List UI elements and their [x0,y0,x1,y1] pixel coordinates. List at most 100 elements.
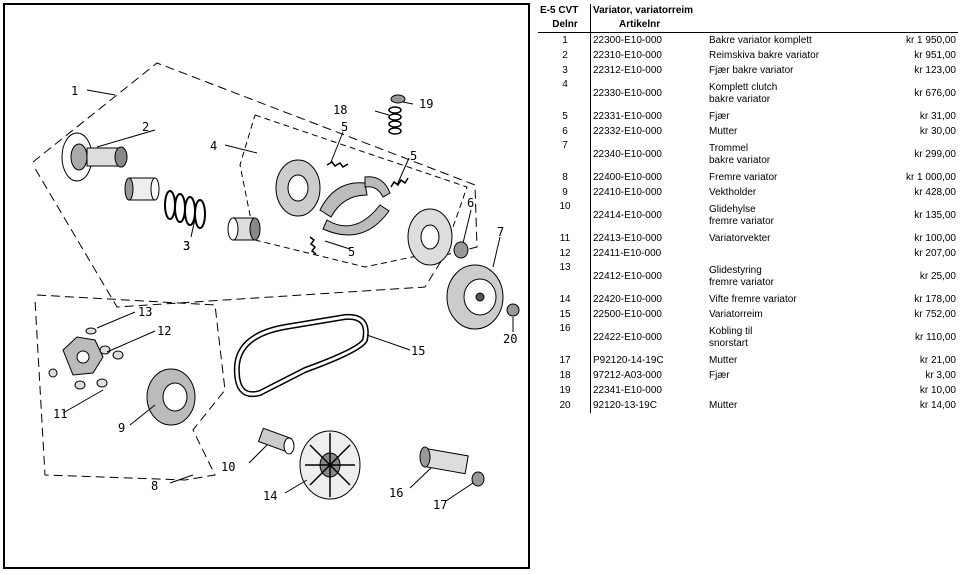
part-description: Reimskiva bakre variator [707,48,867,63]
description-line: Glidehylse [709,203,756,215]
part-description: Mutter [707,353,867,368]
part-price: kr 10,00 [919,384,956,396]
description-line: Vifte fremre variator [709,293,797,305]
rear-sleeve [124,177,160,201]
part-price: kr 30,00 [919,125,956,137]
part-description [707,383,867,398]
callout: 4 [210,139,217,153]
callout: 19 [419,97,433,111]
article-number: 97212-A03-000 [593,369,662,381]
part-description: Fremre variator [707,170,867,185]
col-header-nr: Delnr [538,18,591,33]
article-number: 22413-E10-000 [593,232,662,244]
model-label: E-5 CVT [538,4,591,18]
part-number: 10 [538,200,591,231]
header-row-2: Delnr Artikelnr [538,18,958,33]
callout: 10 [221,460,235,474]
coupling-16 [419,446,469,475]
part-number: 7 [538,139,591,170]
front-pulley-9 [146,368,196,426]
drum-7 [446,264,504,330]
description-line: snorstart [709,337,748,349]
description-line: Glidestyring [709,264,762,276]
nut-20 [506,303,520,317]
part-description: Variatorreim [707,307,867,322]
part-price: kr 100,00 [914,232,956,244]
description-line: Variatorreim [709,308,763,320]
part-description [707,246,867,261]
sleeve-10 [257,427,295,455]
part-price: kr 25,00 [919,270,956,282]
article-number: 22330-E10-000 [593,87,662,99]
part-price: kr 21,00 [919,354,956,366]
part-number: 14 [538,292,591,307]
exploded-diagram-frame: 1 2 3 4 5 5 6 7 18 19 3 5 13 12 11 9 15 … [3,3,530,569]
callout: 15 [411,344,425,358]
callout: 1 [71,84,78,98]
callout: 8 [151,479,158,493]
callout: 20 [503,332,517,346]
nut-19 [390,94,406,104]
description-line: Mutter [709,399,738,411]
part-number: 8 [538,170,591,185]
part-price: kr 752,00 [914,308,956,320]
part-number: 13 [538,261,591,292]
callout: 14 [263,489,277,503]
description-line: bakre variator [709,93,771,105]
part-number: 17 [538,353,591,368]
part-number: 19 [538,383,591,398]
article-number: 22310-E10-000 [593,49,662,61]
rear-pulley [61,132,128,182]
part-number: 1 [538,32,591,48]
part-number: 11 [538,231,591,246]
part-description: Mutter [707,124,867,139]
part-number: 18 [538,368,591,383]
leader-lines [62,89,514,502]
rear-collar [227,217,261,241]
part-number: 12 [538,246,591,261]
part-description: Variatorvekter [707,231,867,246]
article-number: P92120-14-19C [593,354,664,366]
description-line: Mutter [709,354,738,366]
part-price: kr 14,00 [919,399,956,411]
part-price: kr 299,00 [914,148,956,160]
callout: 7 [497,225,504,239]
description-line: Bakre variator komplett [709,34,812,46]
callout: 16 [389,486,403,500]
callout: 5 [410,149,417,163]
description-line: fremre variator [709,215,775,227]
clutch-hub [407,208,453,266]
part-description: Fjær bakre variator [707,63,867,78]
part-number: 5 [538,109,591,124]
description-line: Fjær bakre variator [709,64,794,76]
article-number: 92120-13-19C [593,399,657,411]
article-number: 22410-E10-000 [593,186,662,198]
article-number: 22422-E10-000 [593,331,662,343]
part-description: Mutter [707,398,867,413]
parts-list: E-5 CVT Variator, variatorreim Delnr Art… [538,4,958,413]
clutch-shoes [319,176,391,236]
part-number: 3 [538,63,591,78]
rear-variator-outline [32,62,478,308]
part-price: kr 676,00 [914,87,956,99]
description-line: Fremre variator [709,171,778,183]
article-number: 22332-E10-000 [593,125,662,137]
part-number: 20 [538,398,591,413]
rear-spring [164,190,206,229]
callout: 6 [467,196,474,210]
callout: 2 [142,120,149,134]
description-line: Variatorvekter [709,232,771,244]
